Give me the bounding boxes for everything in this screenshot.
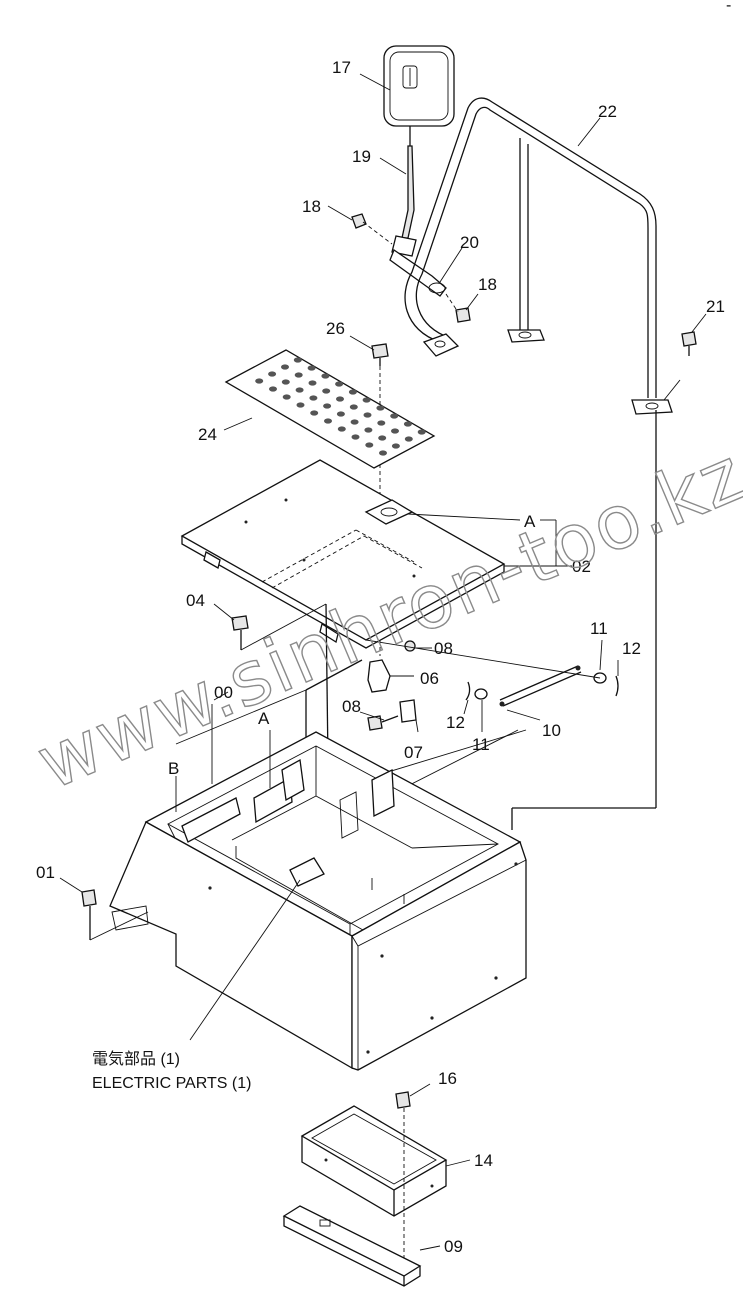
perforation-hole	[349, 404, 358, 410]
perforation-hole	[324, 418, 332, 424]
perforation-hole	[281, 379, 290, 385]
caption-english: ELECTRIC PARTS (1)	[92, 1075, 251, 1092]
bolt-18-lower	[445, 293, 471, 323]
label-08-lower: 08	[342, 697, 361, 716]
pin-12-left	[465, 681, 471, 701]
label-24: 24	[198, 425, 217, 444]
mirror	[383, 45, 455, 146]
label-06: 06	[420, 669, 439, 688]
label-07: 07	[404, 743, 423, 762]
label-18-upper: 18	[302, 197, 321, 216]
label-08-upper: 08	[434, 639, 453, 658]
label-04: 04	[186, 591, 205, 610]
bracket-09	[282, 1205, 422, 1287]
label-18-lower: 18	[478, 275, 497, 294]
perforation-hole	[308, 380, 317, 386]
caption-japanese: 電気部品 (1)	[92, 1050, 180, 1068]
perforation-hole	[364, 427, 373, 433]
label-12-left: 12	[446, 713, 465, 732]
electrical-box	[109, 731, 527, 1071]
perforation-hole	[377, 420, 386, 426]
gas-stay-10	[499, 665, 582, 707]
perforation-hole	[363, 412, 372, 418]
label-22: 22	[598, 102, 617, 121]
label-01: 01	[36, 863, 55, 882]
perforation-hole	[296, 402, 305, 408]
perforation-hole	[391, 443, 400, 449]
label-02: 02	[572, 557, 591, 576]
pin-12-right	[615, 675, 619, 697]
washer-11-left	[474, 688, 488, 700]
perforation-hole	[295, 387, 304, 393]
perforation-hole	[268, 371, 277, 377]
perforation-hole	[350, 419, 359, 425]
perforation-hole	[336, 396, 344, 402]
perforation-hole	[255, 378, 264, 384]
perforation-hole	[417, 429, 426, 435]
perforation-hole	[404, 436, 413, 442]
mirror-bracket	[389, 249, 447, 297]
perforation-hole	[351, 434, 360, 440]
perforation-hole	[294, 372, 303, 378]
label-14: 14	[474, 1151, 493, 1170]
bolt-21	[681, 331, 697, 356]
perforation-hole	[335, 381, 344, 387]
label-11-left: 11	[472, 735, 490, 754]
step-plate-holes	[255, 357, 426, 456]
watermark: www.sinhron-too.kz	[25, 431, 743, 806]
perforation-hole	[281, 364, 289, 370]
bolt-18-upper	[351, 213, 393, 245]
label-21: 21	[706, 297, 725, 316]
label-b: B	[168, 759, 179, 778]
label-16: 16	[438, 1069, 457, 1088]
perforation-hole	[365, 442, 374, 448]
perforation-hole	[322, 388, 331, 394]
label-leaders	[59, 73, 707, 1251]
tray-14	[300, 1105, 448, 1217]
perforation-hole	[362, 397, 371, 403]
perforation-hole	[337, 426, 346, 432]
perforation-hole	[282, 394, 291, 400]
label-12-right: 12	[622, 639, 641, 658]
perforation-hole	[307, 365, 316, 371]
perforation-hole	[269, 386, 277, 392]
label-10: 10	[542, 721, 561, 740]
corner-mark: -	[726, 0, 731, 14]
label-00: 00	[214, 683, 233, 702]
perforation-hole	[293, 357, 302, 363]
label-20: 20	[460, 233, 479, 252]
label-a-box: A	[258, 709, 270, 728]
label-11-right: 11	[590, 619, 608, 638]
label-17: 17	[332, 58, 351, 77]
label-a-cover: A	[524, 512, 536, 531]
bolt-16	[395, 1091, 411, 1274]
perforation-hole	[321, 373, 330, 379]
perforation-hole	[323, 403, 332, 409]
perforation-hole	[378, 435, 387, 441]
striker-07	[399, 699, 417, 723]
perforation-hole	[309, 395, 318, 401]
mirror-stay-rod	[391, 145, 417, 257]
perforation-hole	[391, 428, 399, 434]
perforation-hole	[390, 413, 399, 419]
label-19: 19	[352, 147, 371, 166]
label-26: 26	[326, 319, 345, 338]
bolt-08-lower	[367, 715, 399, 731]
perforation-hole	[336, 411, 345, 417]
bolt-01	[81, 889, 149, 941]
perforation-hole	[379, 450, 387, 456]
label-09: 09	[444, 1237, 463, 1256]
perforation-hole	[403, 421, 412, 427]
handrail	[404, 97, 673, 415]
perforation-hole	[376, 405, 385, 411]
perforation-hole	[310, 410, 319, 416]
perforated-step-plate	[224, 349, 436, 469]
box-cover	[180, 459, 506, 649]
perforation-hole	[348, 389, 357, 395]
